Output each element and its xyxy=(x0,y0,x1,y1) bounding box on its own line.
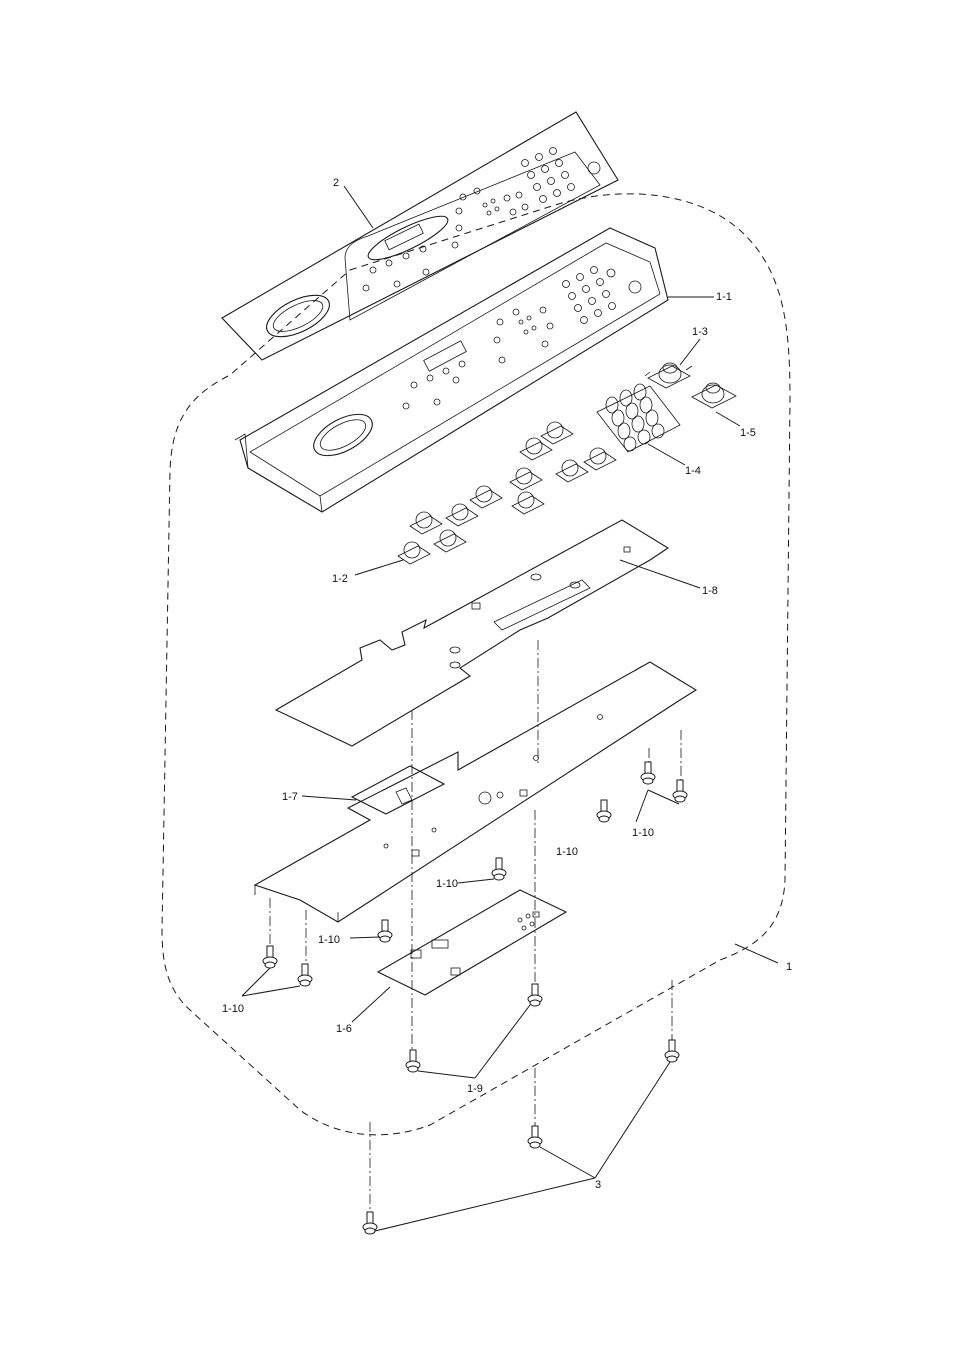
rubber-key-1-3 xyxy=(644,362,693,389)
rubber-keys-1-2 xyxy=(397,421,617,565)
callout-1-10-mid: 1-10 xyxy=(436,878,458,890)
cover-start-button xyxy=(313,413,373,457)
callout-2: 2 xyxy=(333,177,339,189)
screw-icon xyxy=(405,1049,421,1073)
main-board xyxy=(253,661,698,923)
small-sheet-1-7 xyxy=(350,765,446,815)
screw-icon xyxy=(527,1125,543,1149)
screw-icon xyxy=(362,1211,378,1235)
callout-labels: 2 1-1 1-3 1-5 1-4 1-2 1-8 1-7 1-10 1-10 … xyxy=(222,177,792,1191)
overlay-sheet xyxy=(221,111,619,361)
screw-icon xyxy=(491,857,507,881)
rubber-key-1-5 xyxy=(691,382,737,409)
pcb-1-6 xyxy=(376,889,568,996)
screw-icon xyxy=(640,761,656,785)
callout-1-1: 1-1 xyxy=(716,291,732,303)
callout-1-7: 1-7 xyxy=(282,791,298,803)
callout-3: 3 xyxy=(595,1179,601,1191)
callout-1-10-right: 1-10 xyxy=(632,827,654,839)
screw-icon xyxy=(664,1039,680,1063)
alignment-lines xyxy=(269,640,682,1215)
callout-1: 1 xyxy=(786,961,792,973)
assembly-boundary xyxy=(161,193,791,1136)
callout-1-3: 1-3 xyxy=(692,326,708,338)
callout-1-4: 1-4 xyxy=(685,465,701,477)
callout-1-10-left: 1-10 xyxy=(318,934,340,946)
callout-1-10-center: 1-10 xyxy=(556,846,578,858)
screw-icon xyxy=(262,945,278,969)
screw-icon xyxy=(377,919,393,943)
cover-keypad xyxy=(402,266,642,410)
screw-icon xyxy=(527,983,543,1007)
callout-1-9: 1-9 xyxy=(467,1083,483,1095)
callout-1-6: 1-6 xyxy=(336,1023,352,1035)
cover-display-window xyxy=(423,340,467,372)
callout-1-5: 1-5 xyxy=(740,427,756,439)
screws xyxy=(262,761,688,1235)
overlay-keypad xyxy=(362,147,601,292)
panel-cover xyxy=(234,227,669,513)
insulation-sheet xyxy=(274,519,670,747)
callout-1-8: 1-8 xyxy=(702,585,718,597)
leader-lines xyxy=(241,185,779,1232)
start-button-outline xyxy=(266,294,330,338)
display-window xyxy=(367,215,449,261)
screw-icon xyxy=(297,963,313,987)
screw-icon xyxy=(672,779,688,803)
rubber-keypad-1-4 xyxy=(596,383,681,453)
screw-icon xyxy=(596,799,612,823)
callout-1-10-bottom-left: 1-10 xyxy=(222,1003,244,1015)
callout-1-2: 1-2 xyxy=(332,573,348,585)
